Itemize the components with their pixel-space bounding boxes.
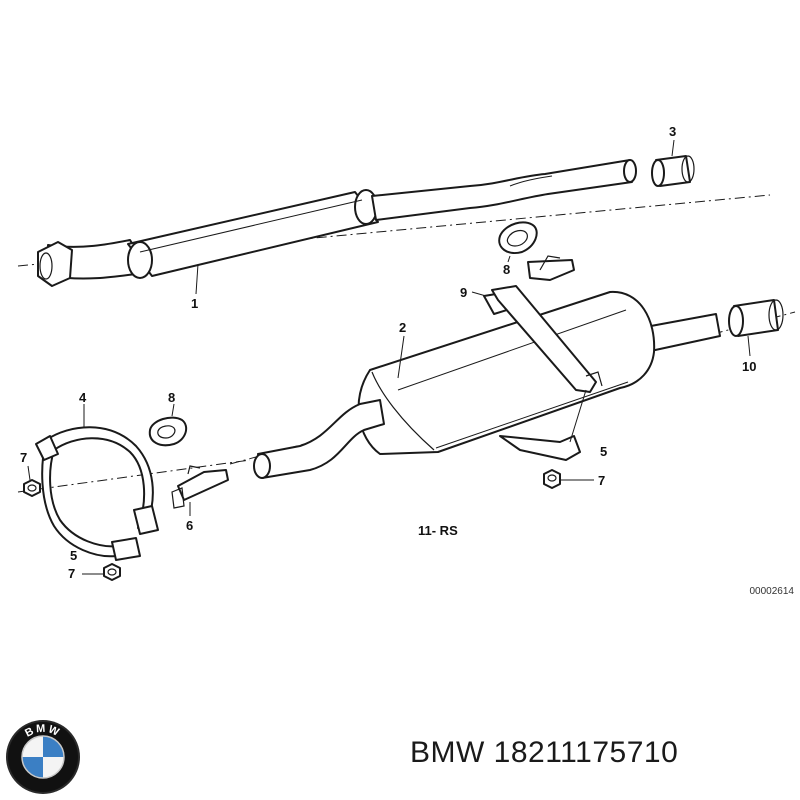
callout-7-bottom: 7: [68, 566, 75, 581]
callout-10: 10: [742, 359, 756, 374]
part-1-front-pipe: [17, 159, 771, 295]
part-7-nut-bottom: [82, 563, 121, 581]
callout-5-left: 5: [70, 548, 77, 563]
callout-11-rs: 11- RS: [418, 523, 458, 538]
part-number-caption: BMW 18211175710: [410, 736, 678, 770]
part-10-sleeve: [728, 299, 784, 357]
part-number: 18211175710: [493, 736, 679, 769]
part-4-clamp-strap: [17, 404, 251, 561]
callout-9: 9: [460, 285, 467, 300]
callout-7-left: 7: [20, 450, 27, 465]
callout-1: 1: [191, 296, 198, 311]
part-8-rubber-mount-lower: [148, 403, 188, 447]
callout-3: 3: [669, 124, 676, 139]
brand-text: BMW: [410, 736, 485, 769]
exhaust-parts-diagram: 1 2 3 4 5 5 6 7 7 7 8 8 9 10 11- RS: [17, 124, 796, 581]
svg-text:BMW: BMW: [23, 723, 63, 740]
callout-2: 2: [399, 320, 406, 335]
part-7-nut-left: [23, 465, 41, 497]
callout-4: 4: [79, 390, 87, 405]
part-8-rubber-mount-upper: [498, 221, 538, 263]
callout-6: 6: [186, 518, 193, 533]
drawing-code: 00002614: [749, 586, 795, 597]
callout-8-upper: 8: [503, 262, 510, 277]
callout-8-lower: 8: [168, 390, 175, 405]
part-6-bracket: [171, 465, 229, 516]
bmw-roundel-icon: BMW: [6, 720, 80, 794]
callout-5-right: 5: [600, 444, 607, 459]
part-2-rear-silencer: [229, 285, 796, 479]
callout-7-right: 7: [598, 473, 605, 488]
part-7-nut-right: [543, 469, 594, 489]
part-3-sleeve: [651, 139, 695, 187]
